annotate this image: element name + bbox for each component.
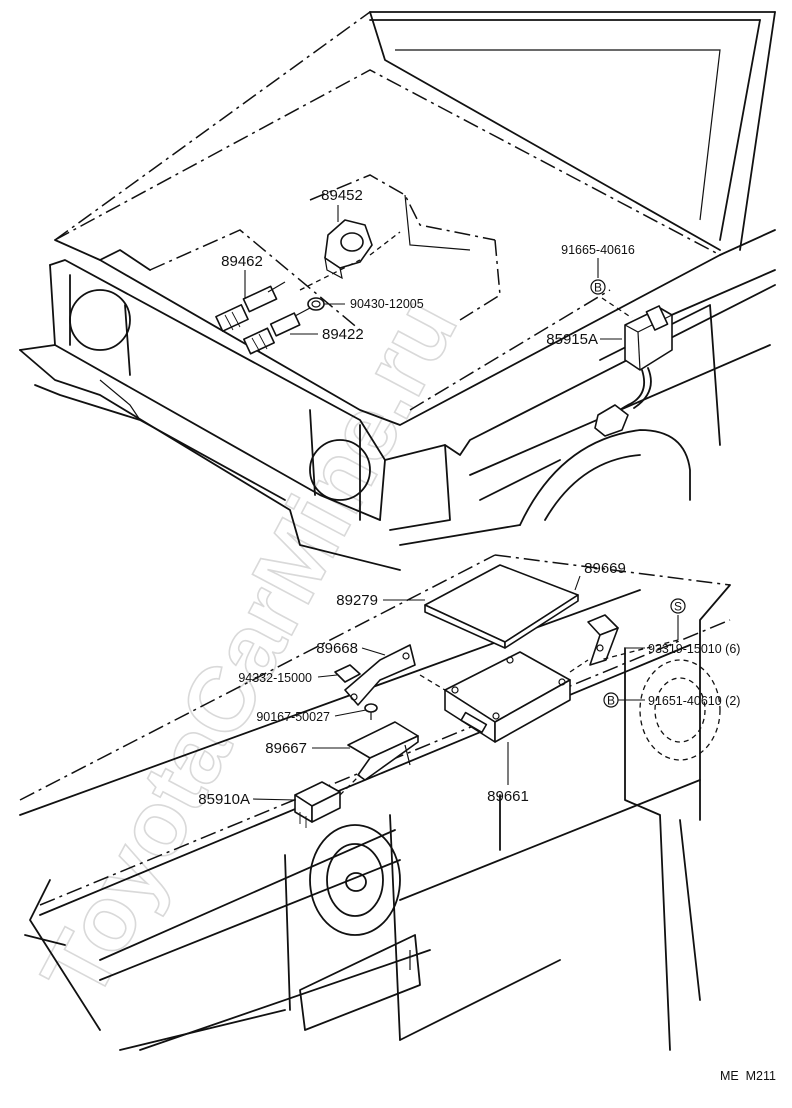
label-90430-12005: 90430-12005 xyxy=(350,297,424,311)
svg-text:B: B xyxy=(594,281,602,295)
part-94332-nut[interactable] xyxy=(334,664,361,683)
label-89452: 89452 xyxy=(321,187,363,204)
label-90167-50027: 90167-50027 xyxy=(256,710,330,724)
label-89279: 89279 xyxy=(336,592,378,609)
ref-mark-s: S xyxy=(670,598,686,614)
label-85915A: 85915A xyxy=(546,331,598,348)
part-89422-sender[interactable] xyxy=(243,307,311,355)
vehicle-front-outline xyxy=(19,11,776,571)
label-89422: 89422 xyxy=(322,326,364,343)
part-85910A-connector[interactable] xyxy=(294,781,341,828)
label-85910A: 85910A xyxy=(198,791,250,808)
label-89661: 89661 xyxy=(487,788,529,805)
part-89667-bracket[interactable] xyxy=(347,721,419,781)
part-85915A-relay[interactable] xyxy=(594,305,673,437)
svg-text:B: B xyxy=(607,694,615,708)
part-89661-ecu[interactable] xyxy=(444,651,571,743)
label-91665-40616: 91665-40616 xyxy=(561,243,635,257)
diagram-code: ME M211 xyxy=(720,1069,776,1083)
label-94332-15000: 94332-15000 xyxy=(238,671,312,685)
left-headlight-shape xyxy=(69,289,131,351)
label-89669: 89669 xyxy=(584,560,626,577)
ref-mark-b-upper: B xyxy=(590,279,606,295)
part-89462-sender[interactable] xyxy=(215,281,286,332)
ref-mark-b-lower: B xyxy=(603,692,619,708)
label-89462: 89462 xyxy=(221,253,263,270)
label-91651-40610: 91651-40610 (2) xyxy=(648,694,740,708)
label-93319-15010: 93319-15010 (6) xyxy=(648,642,740,656)
part-89669-bracket[interactable] xyxy=(587,614,619,666)
speaker-left-shape xyxy=(309,824,401,936)
part-89452-switch[interactable] xyxy=(324,219,373,280)
part-89279-pad[interactable] xyxy=(424,564,579,649)
right-headlight-shape xyxy=(309,439,371,501)
part-89668-bracket[interactable] xyxy=(344,644,416,706)
label-89667: 89667 xyxy=(265,740,307,757)
speaker-right-shape xyxy=(639,659,721,761)
label-89668: 89668 xyxy=(316,640,358,657)
part-90167-screw[interactable] xyxy=(364,703,378,720)
leader-lines xyxy=(244,205,679,801)
part-90430-gasket[interactable] xyxy=(307,297,325,311)
svg-text:S: S xyxy=(674,600,682,614)
